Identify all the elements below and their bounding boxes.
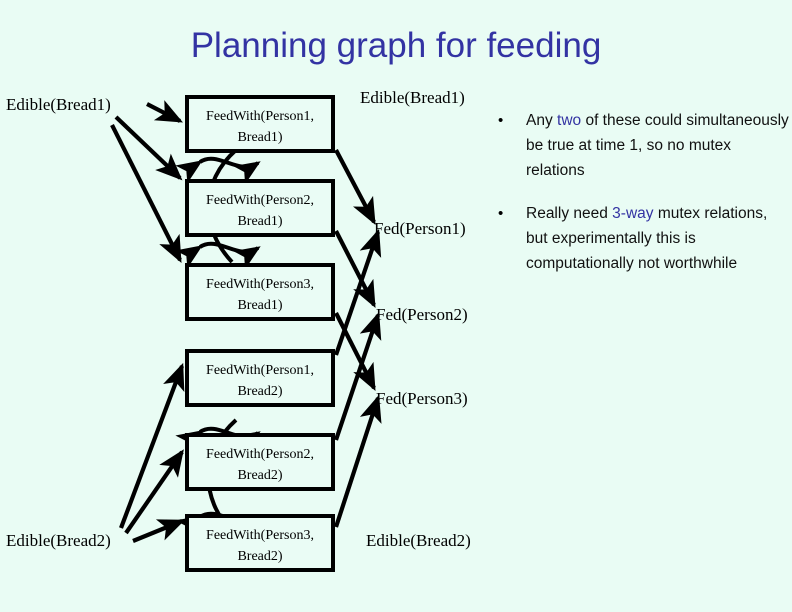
action-box-feedwith-person2-bread1[interactable]: FeedWith(Person2, Bread1): [185, 179, 335, 237]
action-label-line2: Bread2): [237, 549, 283, 564]
action-label-line1: FeedWith(Person1,: [206, 363, 314, 378]
page-title: Planning graph for feeding: [190, 26, 602, 65]
edge-edible2-to-feed-p3-b2: [132, 519, 186, 543]
action-label-line2: Bread1): [237, 130, 283, 145]
action-label-line2: Bread2): [237, 384, 283, 399]
edge-edible1-to-feed-p1-b1: [146, 100, 183, 123]
note-item-1: • Any two of these could simultaneously …: [492, 108, 792, 183]
note-item-2: • Really need 3-way mutex relations, but…: [492, 201, 792, 276]
proposition-edible-bread1-level1: Edible(Bread1): [360, 88, 465, 107]
edge-edible1-to-feed-p2-b1: [114, 115, 183, 181]
edge-feed-p1-b1-to-fed-p1: [334, 149, 376, 225]
action-label-line1: FeedWith(Person3,: [206, 277, 314, 292]
edge-feed-p1-b2-to-fed-p1: [334, 228, 382, 356]
edge-feed-p3-b2-to-fed-p3: [334, 394, 382, 528]
edge-edible1-to-feed-p3-b1: [110, 124, 182, 264]
action-box-feedwith-person1-bread2[interactable]: FeedWith(Person1, Bread2): [185, 349, 335, 407]
action-label-line1: FeedWith(Person2,: [206, 447, 314, 462]
mutex-squiggle-b1-1-2: [175, 156, 261, 185]
note-highlight-2: 3-way: [612, 205, 654, 222]
edge-edible2-to-feed-p2-b2: [124, 449, 184, 535]
action-label-line2: Bread2): [237, 468, 283, 483]
action-label-line1: FeedWith(Person2,: [206, 193, 314, 208]
bullet-icon: •: [498, 112, 504, 129]
note-highlight-1: two: [557, 112, 582, 129]
action-box-feedwith-person3-bread2[interactable]: FeedWith(Person3, Bread2): [185, 514, 335, 572]
action-label-line2: Bread1): [237, 298, 283, 313]
edge-feed-p2-b2-to-fed-p2: [334, 311, 382, 441]
edge-feed-p2-b1-to-fed-p2: [334, 230, 376, 308]
note-text-1b: of these could simultaneously be true at…: [526, 112, 789, 179]
action-box-feedwith-person2-bread2[interactable]: FeedWith(Person2, Bread2): [185, 433, 335, 491]
edge-edible2-to-feed-p1-b2: [119, 362, 185, 529]
action-box-feedwith-person1-bread1[interactable]: FeedWith(Person1, Bread1): [185, 95, 335, 153]
notes-list: • Any two of these could simultaneously …: [492, 108, 792, 294]
proposition-edible-bread2-level0: Edible(Bread2): [6, 531, 111, 550]
proposition-fed-person3: Fed(Person3): [376, 389, 468, 408]
proposition-edible-bread1-level0: Edible(Bread1): [6, 95, 111, 114]
proposition-fed-person2: Fed(Person2): [376, 305, 468, 324]
bullet-icon: •: [498, 205, 504, 222]
note-text-1a: Any: [526, 112, 558, 129]
action-box-feedwith-person3-bread1[interactable]: FeedWith(Person3, Bread1): [185, 263, 335, 321]
edge-feed-p3-b1-to-fed-p3: [334, 312, 376, 391]
note-text-2b: mutex relations, but experimentally this…: [526, 205, 768, 272]
action-label-line2: Bread1): [237, 214, 283, 229]
note-text-2a: Really need: [526, 205, 613, 222]
action-label-line1: FeedWith(Person3,: [206, 528, 314, 543]
proposition-edible-bread2-level1: Edible(Bread2): [366, 531, 471, 550]
action-label-line1: FeedWith(Person1,: [206, 109, 314, 124]
proposition-fed-person1: Fed(Person1): [374, 219, 466, 238]
mutex-squiggle-b1-2-3: [175, 241, 261, 270]
